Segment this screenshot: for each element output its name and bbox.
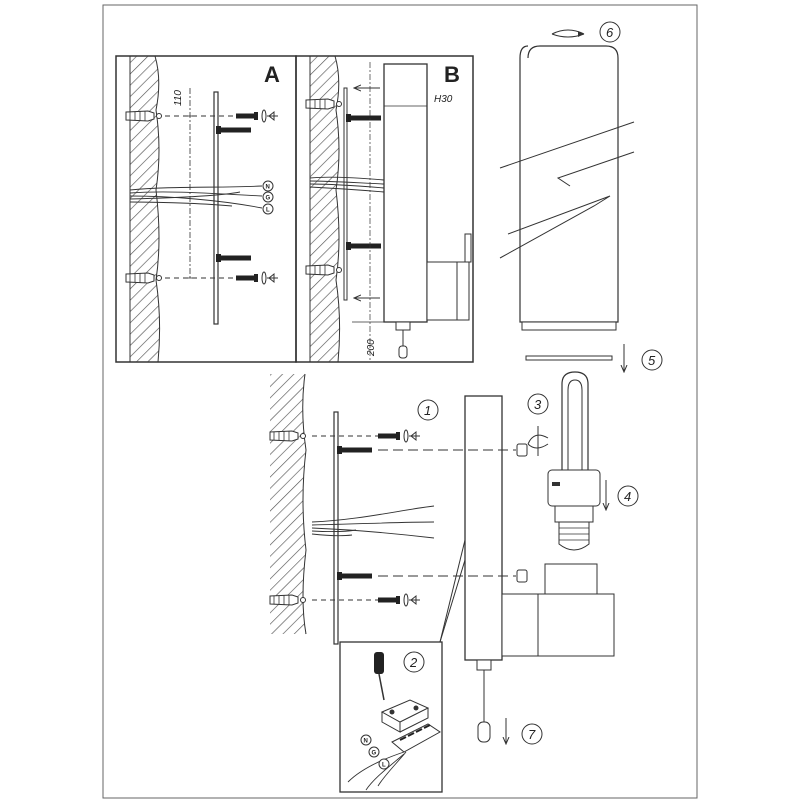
main-shade-holder [501,593,539,657]
step-6-label: 6 [606,25,614,40]
connector-slots [399,724,431,741]
step-1: 1 [417,399,439,421]
panel-a-mounting-plate [213,91,219,325]
panel-b-frame [295,55,474,363]
panel-b-bolt-bottom [346,242,381,250]
step-3: 3 [527,393,549,415]
main-bolt-bottom [337,572,372,580]
panel-a-bolt-bottom [216,254,251,262]
cfl-bulb-inner-tube [567,379,583,470]
panel-b-wall [309,55,341,363]
step-2-label: 2 [409,655,418,670]
screwdriver-shaft [378,673,385,701]
detail-wire-l: L [382,763,386,769]
step-6: 6 [599,21,621,43]
main-screw-top [377,429,421,443]
detail-wires [347,751,407,791]
panel-a-wires [129,185,263,209]
step-7-label: 7 [528,727,536,742]
main-screw-bottom [377,593,421,607]
terminal-detail: N G L [339,641,443,793]
step-7: 7 [521,723,543,745]
cfl-bulb-tube [561,371,589,470]
main-lamp-body [464,395,503,661]
glass-shade-ring [525,355,613,361]
panel-b-shade-rim [456,261,470,321]
panel-b-bolt-top [346,114,381,122]
cfl-bulb-thread [559,527,589,541]
shade-rotate-arrowhead [578,31,584,37]
detail-leader-bottom [439,559,466,643]
panel-a-wire-terminals: N G L [262,180,274,215]
panel-a: A 110 N [115,55,297,363]
bulb-rotate-icon [527,434,549,449]
panel-b-wires [309,176,385,193]
detail-leader-top [439,539,466,643]
detail-wire-g: G [372,751,377,757]
panel-a-bolt-top [216,126,251,134]
cfl-bulb-screw-base [558,521,590,551]
connector [391,723,441,753]
panel-b: B H30 [295,55,474,363]
main-wall-face [302,373,307,635]
panel-b-shade-holder [426,261,458,321]
step-2: 2 [403,651,425,673]
page-frame [102,4,698,799]
main-mounting-plate [333,411,339,645]
panel-b-drop-label: 200 [366,339,377,357]
main-knob-top [516,443,528,457]
terminal-screw-1 [389,709,395,715]
panel-b-rim-top [464,233,472,263]
panel-b-plate [343,87,348,301]
panel-b-depth-label: H30 [434,94,453,105]
panel-b-lamp-body [383,63,428,323]
detail-wire-n: N [364,739,368,745]
panel-a-dimension-label: 110 [173,90,184,106]
step-markers: 1 2 3 4 5 6 7 [403,21,663,745]
glass-shade [499,29,635,372]
cfl-bulb-mark [552,482,560,486]
step-4-label: 4 [624,489,631,504]
panel-b-pull-knob [398,345,408,359]
panel-b-label: B [444,62,460,87]
panel-a-wire-n: N [266,185,270,191]
main-bolt-top [337,446,372,454]
panel-a-wire-l: L [266,208,270,214]
main-socket-base [537,593,615,657]
cfl-bulb-neck [554,505,594,523]
main-pull-switch [476,659,492,671]
terminal-screw-2 [413,705,419,711]
main-knob-bottom [516,569,528,583]
panel-a-screw-top [235,109,279,123]
panel-b-pull-switch [395,321,411,331]
panel-a-label: A [264,62,280,87]
step-5-label: 5 [648,353,656,368]
step-3-label: 3 [534,397,542,412]
cfl-bulb-base [547,469,601,507]
panel-a-wall [129,55,161,363]
terminal-block-side [381,708,429,733]
main-pull-knob [477,721,491,743]
panel-a-wire-g: G [266,196,271,202]
main-socket-top [544,563,598,595]
step-5: 5 [641,349,663,371]
glass-shade-thread [521,321,617,331]
main-assembly [269,373,615,744]
panel-a-screw-bottom [235,271,279,285]
glass-shade-break [499,121,635,259]
detail-wire-labels: N G L [360,734,390,770]
glass-shade-body [519,45,619,323]
step-1-label: 1 [424,403,431,418]
main-wires [311,505,435,539]
cfl-bulb [527,371,606,551]
screwdriver-handle [374,652,384,674]
step-4: 4 [617,485,639,507]
